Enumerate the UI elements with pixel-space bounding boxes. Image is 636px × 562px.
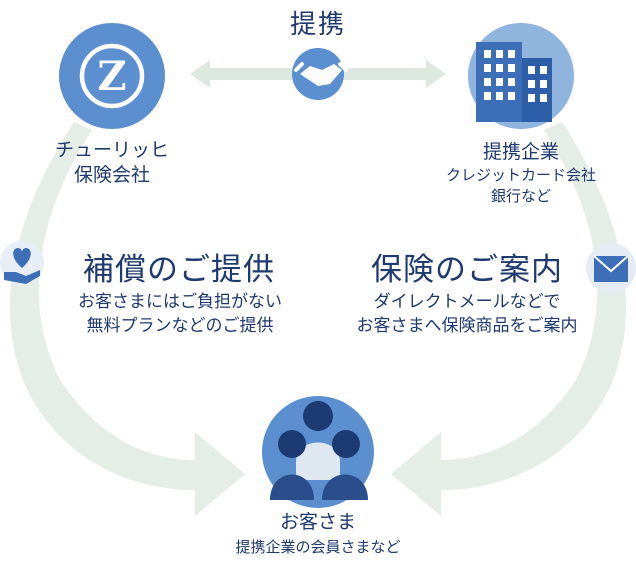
partner-sub-line1: クレジットカード会社 (445, 166, 596, 184)
building-icon (476, 42, 552, 122)
heart-in-hand-icon (0, 241, 44, 285)
left-cycle-arrow (9, 122, 245, 516)
handshake-icon (292, 48, 348, 100)
compensation-heading: 補償のご提供 (83, 252, 275, 288)
compensation-line1: お客さまにはご負担がない (78, 292, 282, 312)
zurich-label-line2: 保険会社 (73, 164, 150, 186)
people-icon (270, 401, 368, 500)
right-cycle-arrow (391, 122, 627, 516)
partner-sub-line2: 銀行など (490, 187, 551, 205)
zurich-label: チューリッヒ 保険会社 (52, 138, 172, 188)
customer-label: お客さま (279, 511, 356, 533)
zurich-logo (79, 43, 145, 109)
partner-label: 提携企業 (482, 141, 559, 163)
guidance-heading: 保険のご案内 (371, 252, 563, 288)
partnership-title: 提携 (289, 10, 346, 40)
partner-label-block: 提携企業 クレジットカード会社 銀行など (421, 140, 621, 207)
guidance-line2: お客さまへ保険商品をご案内 (356, 316, 578, 336)
zurich-logo-letter: Z (97, 53, 126, 100)
compensation-description: お客さまにはご負担がない 無料プランなどのご提供 (50, 290, 310, 338)
zurich-label-line1: チューリッヒ (54, 139, 169, 161)
guidance-line1: ダイレクトメールなどで (373, 292, 561, 312)
compensation-line2: 無料プランなどのご提供 (86, 316, 274, 336)
envelope-icon (586, 243, 636, 293)
guidance-description: ダイレクトメールなどで お客さまへ保険商品をご案内 (336, 290, 598, 338)
customer-sub: 提携企業の会員さまなど (235, 538, 401, 556)
